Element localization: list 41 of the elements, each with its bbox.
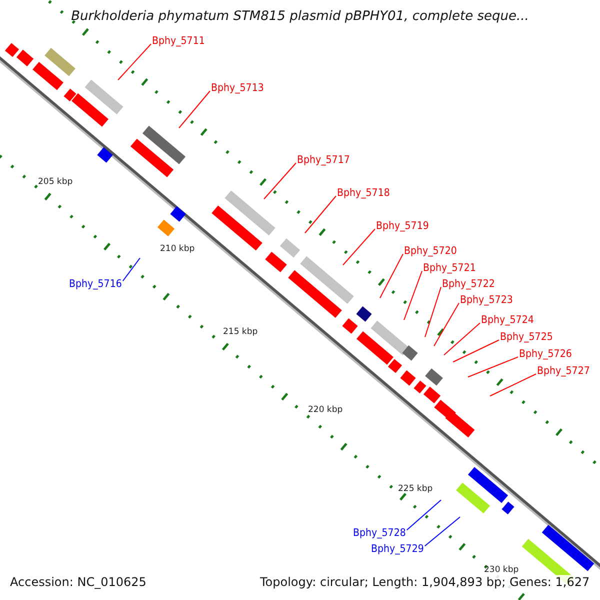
scale-label: 210 kbp [160,244,195,254]
leader-line [406,500,442,530]
gene-label: Bphy_5717 [297,154,350,166]
gene-label: Bphy_5716 [69,278,122,290]
gene-label: Bphy_5728 [353,527,406,539]
gene-label: Bphy_5718 [337,187,390,199]
leader-line [490,374,536,396]
scale-label: 205 kbp [38,177,73,187]
leader-line [434,302,460,346]
gene-label: Bphy_5726 [519,348,572,360]
leader-line [444,322,480,356]
scale-label: 230 kbp [484,565,519,575]
leader-line [178,90,210,128]
gene-label: Bphy_5725 [500,331,553,343]
leader-line [424,516,460,546]
leader-line [424,286,442,338]
scale-label: 215 kbp [223,327,258,337]
gene-label: Bphy_5711 [152,35,205,47]
footer-text: Accession: NC_010625 [10,575,146,589]
gene-label: Bphy_5713 [211,82,264,94]
gene-label: Bphy_5724 [481,314,534,326]
leader-line [122,258,140,282]
gene-label: Bphy_5721 [423,262,476,274]
gene-label: Bphy_5727 [537,365,590,377]
leader-line [380,254,404,298]
scale-label: 225 kbp [398,484,433,494]
leader-line [118,44,152,80]
leader-line [452,340,500,362]
leader-line [342,228,376,266]
gene-label: Bphy_5722 [442,278,495,290]
leader-line [404,270,422,320]
leader-line [264,162,296,200]
gene-label: Bphy_5719 [376,220,429,232]
title: Burkholderia phymatum STM815 plasmid pBPHY01, complete seque... [70,10,530,24]
leader-line [468,356,518,378]
footer-text: Topology: circular; Length: 1,904,893 bp; Genes: 1,627 [260,575,590,589]
gene-label: Bphy_5720 [404,245,457,257]
gene-label: Bphy_5729 [371,543,424,555]
leader-line [304,196,336,234]
scale-label: 220 kbp [308,405,343,415]
gene-label: Bphy_5723 [460,294,513,306]
